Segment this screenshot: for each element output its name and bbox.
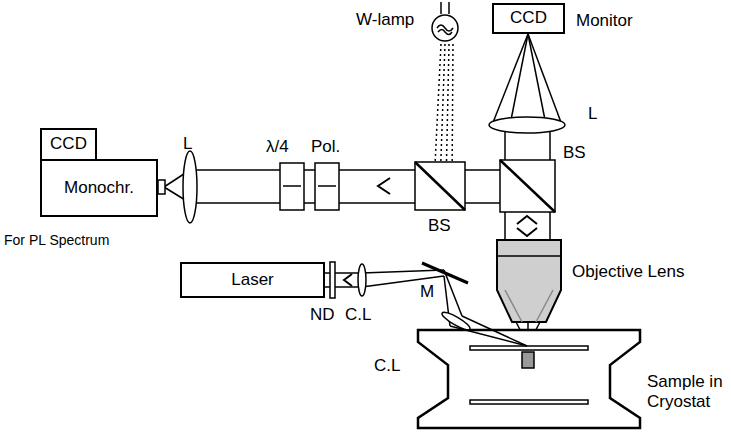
objective-label: Objective Lens: [572, 262, 684, 282]
beam-splitter: [500, 160, 555, 212]
node-label: CCD: [50, 135, 87, 154]
lens: [183, 151, 197, 223]
plate-mark: [318, 185, 336, 187]
ccd-camera: CCD: [40, 128, 97, 161]
cryostat-label: Sample in Cryostat: [647, 372, 727, 411]
monitor-rays: [492, 34, 562, 160]
nd-filter: [330, 262, 335, 298]
signal-beam: [194, 170, 500, 203]
waveplate-label: λ/4: [266, 137, 289, 157]
cryostat: [418, 330, 640, 428]
polarizer: [315, 163, 339, 210]
quarter-wave-plate: [280, 163, 304, 210]
lens-label: L: [183, 134, 192, 154]
mirror-label: M: [420, 282, 434, 302]
entrance-slit: [158, 180, 165, 194]
cylindrical-lens: [358, 264, 366, 296]
sample: [522, 352, 534, 368]
beam-splitter: [415, 162, 465, 210]
monochromator-box: Monochr.: [40, 159, 158, 217]
filter-label: ND: [310, 305, 335, 325]
laser-beam: [325, 270, 527, 346]
vertical-beam: [505, 212, 550, 240]
mirror: [422, 263, 468, 283]
monitor-label: Monitor: [576, 11, 633, 31]
spectrum-note: For PL Spectrum: [4, 232, 109, 248]
lens-label: C.L: [374, 356, 400, 376]
laser-box: Laser: [180, 262, 325, 298]
tungsten-lamp: [432, 2, 458, 41]
beam-splitter-label: BS: [428, 216, 451, 236]
node-label: CCD: [510, 9, 547, 28]
beam-splitter-label: BS: [563, 143, 586, 163]
cylindrical-lens: [440, 310, 472, 333]
ccd-camera: CCD: [492, 3, 565, 34]
node-label: Monochr.: [64, 179, 134, 198]
polarizer-label: Pol.: [311, 137, 340, 157]
lens-label: L: [588, 104, 597, 124]
lamp-label: W-lamp: [356, 10, 414, 30]
node-label: Laser: [231, 271, 274, 290]
lens-label: C.L: [345, 305, 371, 325]
plate-mark: [283, 185, 301, 187]
lens: [489, 117, 565, 133]
